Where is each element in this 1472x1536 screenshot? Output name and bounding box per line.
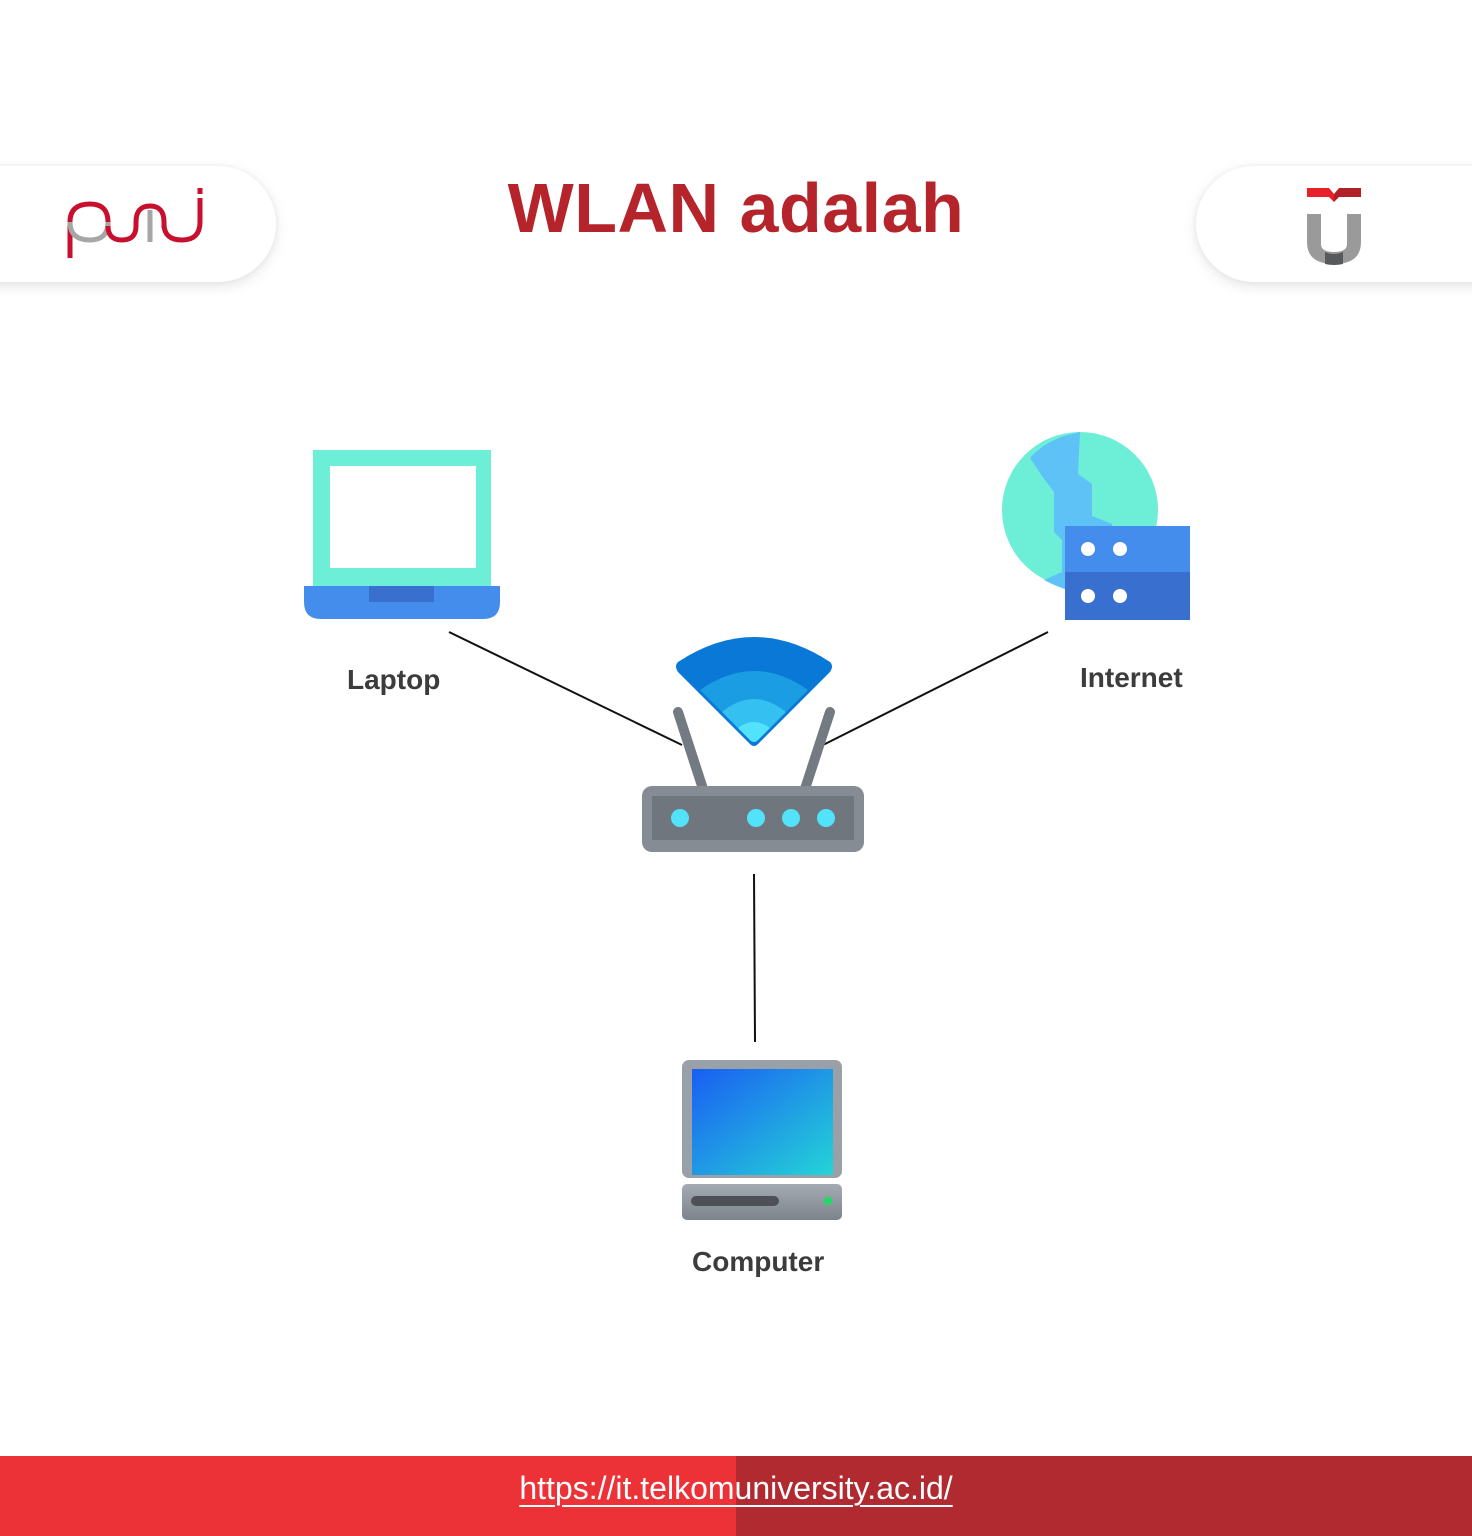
puni-logo-icon <box>67 188 203 258</box>
page-title: WLAN adalah <box>507 169 965 247</box>
globe-server-icon <box>1002 432 1190 620</box>
edge-laptop-router <box>448 631 683 746</box>
antenna-right <box>799 707 835 797</box>
internet-label: Internet <box>1080 662 1183 693</box>
footer-bar <box>0 1456 1472 1536</box>
router-node <box>642 632 866 854</box>
internet-node <box>1002 432 1192 622</box>
antenna-left <box>673 707 709 797</box>
wifi-router-icon <box>642 637 864 852</box>
desktop-computer-icon <box>682 1060 842 1220</box>
computer-label: Computer <box>692 1246 825 1277</box>
computer-node <box>682 1060 844 1222</box>
footer-url-link[interactable]: https://it.telkomuniversity.ac.id/ <box>519 1470 953 1506</box>
edge-router-computer <box>753 873 756 1043</box>
laptop-label: Laptop <box>347 664 441 695</box>
laptop-node <box>304 450 500 620</box>
laptop-icon <box>304 450 500 619</box>
telkom-university-logo-icon <box>1307 188 1361 265</box>
edge-internet-router <box>822 631 1049 746</box>
wifi-signal-icon <box>676 637 832 746</box>
